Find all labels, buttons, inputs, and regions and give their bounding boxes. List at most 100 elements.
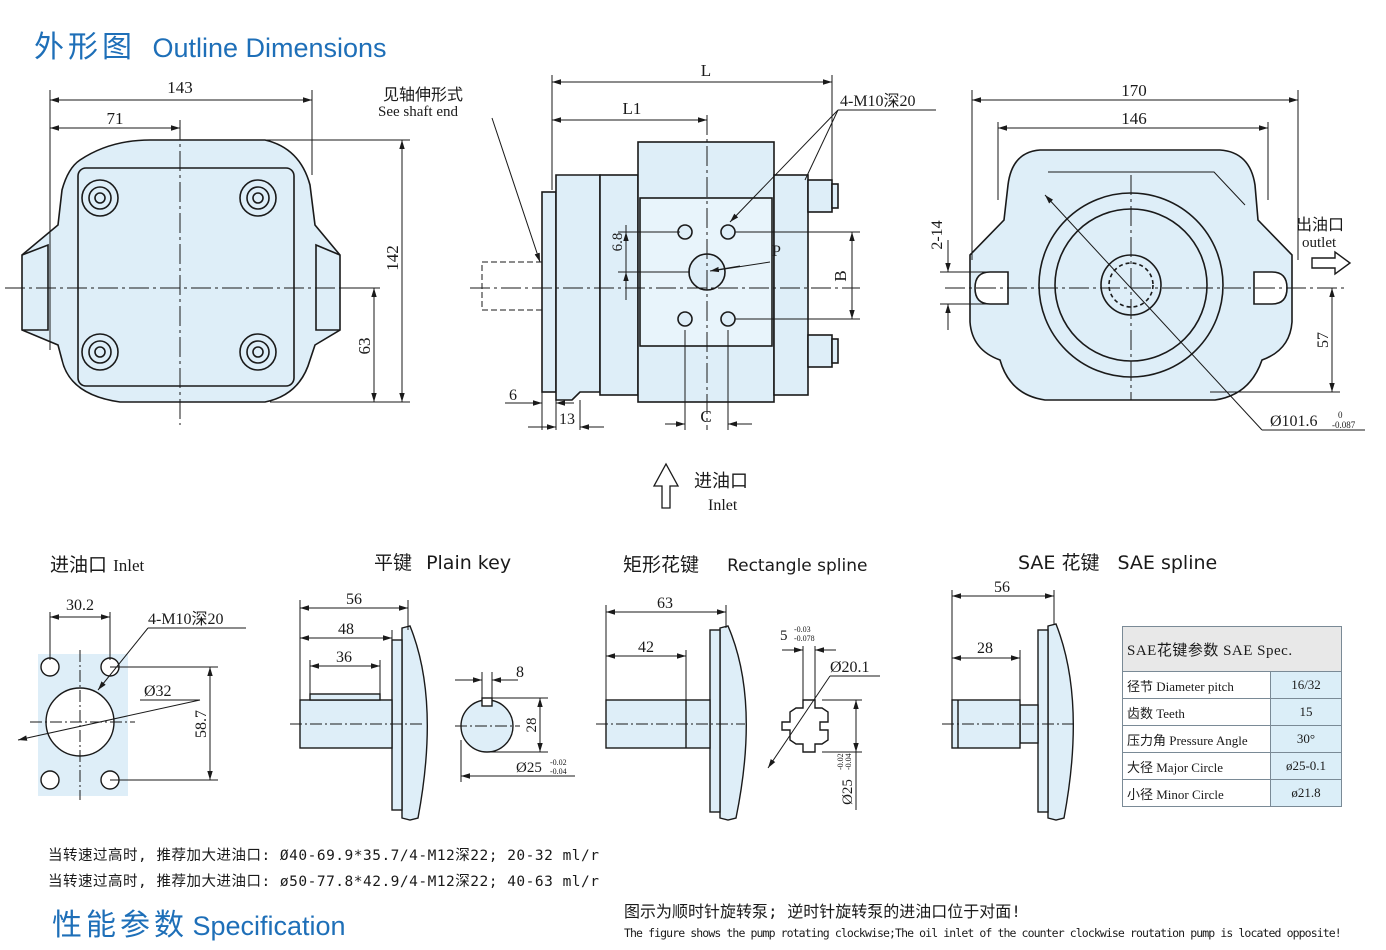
rect-spline-dim-42: 42 [638,639,654,656]
side-dim-6.8: 6.8 [610,233,626,252]
inlet-detail [38,654,128,796]
rect-spline-dia-tol-up: -0.02 [836,753,845,770]
sae-row-value: 15 [1270,698,1342,726]
plain-key-dia: Ø25 [516,760,542,776]
side-dim-L1: L1 [623,99,642,118]
outline-title-en: Outline Dimensions [152,33,387,63]
note-line-1: 当转速过高时, 推荐加大进油口: Ø40-69.9*35.7/4-M12深22;… [48,848,600,864]
sae-row-value: ø21.8 [1270,779,1342,807]
inlet-dim-30.2: 30.2 [66,597,94,614]
side-dim-13: 13 [559,411,575,428]
table-row: 压力角 Pressure Angle 30° [1122,725,1342,753]
shaft-note-cn: 见轴伸形式 [383,86,463,104]
rear-pilot-tol-low: -0.087 [1332,420,1356,430]
outlet-label-en: outlet [1302,235,1337,251]
rect-spline-dia-tol-low: -0.04 [844,753,853,770]
note-line-2: 当转速过高时, 推荐加大进油口: ø50-77.8*42.9/4-M12深22;… [48,874,600,890]
rear-pilot-tol-up: 0 [1338,410,1343,420]
outlet-label-cn: 出油口 [1296,216,1344,234]
rear-dim-2-14: 2-14 [929,220,946,249]
plain-key-tol-up: -0.02 [550,758,567,767]
sae-spline-title-en: SAE spline [1117,552,1218,574]
table-row: 大径 Major Circle ø25-0.1 [1122,752,1342,780]
front-view [21,139,341,403]
plain-key-dim-36: 36 [336,649,352,666]
side-dim-B: B [831,270,850,281]
front-face [77,167,295,387]
sae-spline-drawing [951,623,1074,821]
rect-spline-dim-5: 5 [780,628,788,644]
front-dim-143: 143 [167,78,193,97]
rear-dim-146: 146 [1121,109,1147,128]
sae-row-value: 30° [1270,725,1342,753]
inlet-detail-title-en: Inlet [113,556,145,575]
plain-key-dim-48: 48 [338,621,354,638]
side-thread-note: 4-M10深20 [840,92,916,110]
plain-key-title-en: Plain key [426,552,512,574]
rear-dim-170: 170 [1121,81,1147,100]
shaft-note-en: See shaft end [378,104,458,120]
sae-dim-56: 56 [994,579,1010,596]
rect-spline-drawing [605,625,829,821]
rect-spline-title-en: Rectangle spline [727,556,868,576]
inlet-dim-32: Ø32 [144,683,172,700]
table-row: 小径 Minor Circle ø21.8 [1122,779,1342,807]
rect-spline-title-cn: 矩形花键 [623,554,700,576]
spec-title-cn: 性能参数 [52,908,188,943]
front-dim-142: 142 [383,245,402,271]
rect-spline-tol-low: -0.078 [794,634,815,643]
side-plug-bottom [807,334,833,368]
outline-title-cn: 外形图 [34,30,136,65]
front-dim-63: 63 [355,338,374,355]
plain-key-dim-56: 56 [346,591,362,608]
plain-key-dim-28: 28 [524,718,540,733]
side-dim-C: C [700,407,711,426]
rear-pilot-dia: Ø101.6 [1270,413,1318,430]
sae-spec-table: SAE花键参数 SAE Spec. 径节 Diameter pitch 16/3… [1122,626,1342,807]
inlet-arrow-cn: 进油口 [694,471,748,491]
side-label-P: P [772,243,781,260]
sae-row-label: 齿数 Teeth [1122,698,1271,726]
side-plug-top [807,179,833,213]
front-dim-71: 71 [107,109,124,128]
inlet-detail-title: 进油口 Inlet [50,550,144,577]
plain-key-tol-low: -0.04 [550,767,567,776]
inlet-thread-note: 4-M10深20 [148,610,224,628]
side-body [599,174,639,396]
sae-table-header-cell: SAE花键参数 SAE Spec. [1122,626,1342,672]
side-flange [541,191,557,393]
rect-spline-tol-up: -0.03 [794,625,811,634]
sae-spline-title: SAE 花键 SAE spline [1018,548,1217,575]
side-dim-6: 6 [509,387,517,404]
table-row: 齿数 Teeth 15 [1122,698,1342,726]
table-row: 径节 Diameter pitch 16/32 [1122,671,1342,699]
rect-spline-title: 矩形花键 Rectangle spline [623,550,867,577]
sae-row-value: 16/32 [1270,671,1342,699]
side-dim-L: L [701,61,711,80]
sae-row-label: 压力角 Pressure Angle [1122,725,1271,753]
spec-title-en: Specification [192,911,346,941]
inlet-dim-58.7: 58.7 [193,710,210,738]
plain-key-dim-8: 8 [516,664,524,681]
inlet-arrow-icon [652,462,680,509]
plain-key-title-cn: 平键 [374,552,413,574]
inlet-arrow-en: Inlet [708,497,738,514]
sae-row-label: 大径 Major Circle [1122,752,1271,780]
rear-dim-57: 57 [1315,332,1332,348]
rect-spline-dia: Ø25 [840,779,856,805]
sae-dim-28: 28 [977,640,993,657]
rect-spline-dim-20.1: Ø20.1 [830,659,870,676]
side-rear [773,174,809,396]
sae-row-label: 径节 Diameter pitch [1122,671,1271,699]
rotation-note-cn: 图示为顺时针旋转泵; 逆时针旋转泵的进油口位于对面! [624,902,1021,921]
sae-row-value: ø25-0.1 [1270,752,1342,780]
sae-table-header: SAE花键参数 SAE Spec. [1122,626,1342,672]
plain-key-title: 平键 Plain key [374,548,511,575]
plain-key-drawing [299,625,514,821]
sae-row-label: 小径 Minor Circle [1122,779,1271,807]
rect-spline-dim-63: 63 [657,595,673,612]
inlet-detail-title-cn: 进油口 [50,554,108,576]
outline-title: 外形图 Outline Dimensions [34,22,387,66]
spec-title: 性能参数 Specification [52,900,346,944]
